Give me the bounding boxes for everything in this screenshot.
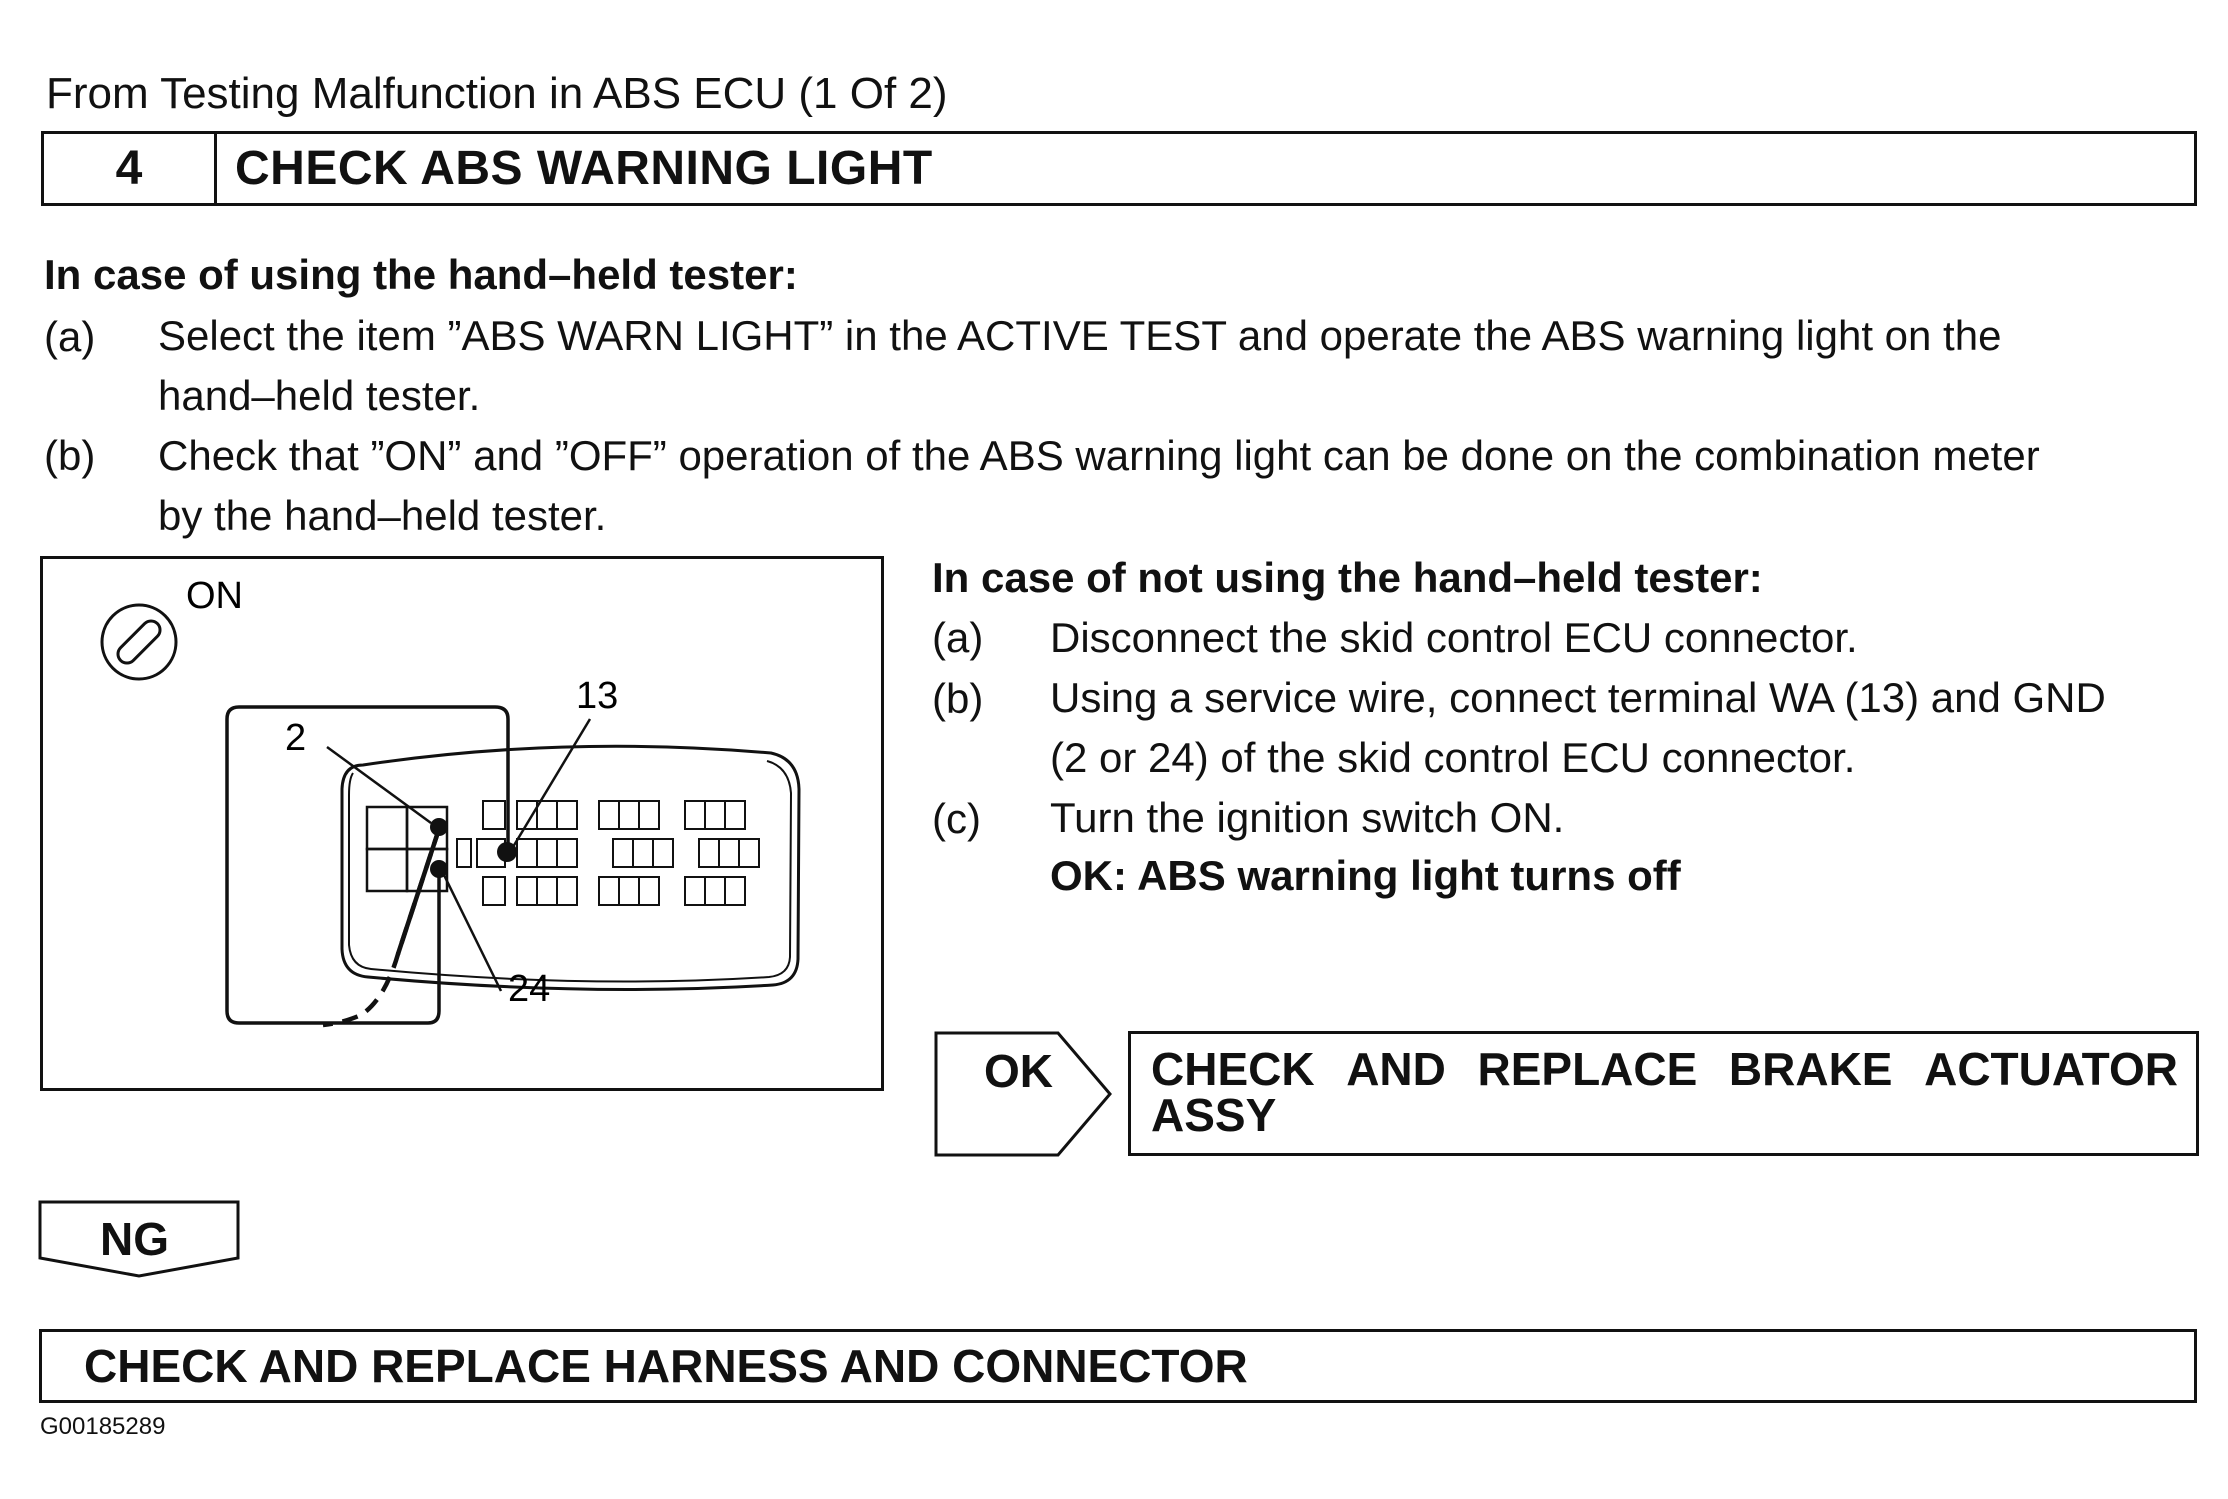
no-tester-item-a-letter: (a)	[932, 614, 984, 661]
tester-item-a-line2: hand–held tester.	[158, 372, 481, 419]
ng-arrow	[38, 1200, 242, 1285]
terminal-13-dot	[497, 842, 517, 862]
figure-code: G00185289	[40, 1413, 166, 1440]
no-tester-item-b-line1: Using a service wire, connect terminal W…	[1050, 674, 2106, 721]
ok-result-word: REPLACE	[1477, 1043, 1698, 1095]
no-tester-item-b-line2: (2 or 24) of the skid control ECU connec…	[1050, 734, 1856, 781]
connector-diagram: ON	[40, 556, 884, 1091]
no-tester-item-c-letter: (c)	[932, 795, 981, 842]
no-tester-item-a-line1: Disconnect the skid control ECU connecto…	[1050, 614, 1858, 661]
terminal-2-label: 2	[285, 717, 306, 759]
step-header: 4 CHECK ABS WARNING LIGHT	[41, 131, 2197, 206]
ok-result-box: CHECK AND REPLACE BRAKE ACTUATOR ASSY	[1128, 1031, 2199, 1156]
no-tester-heading: In case of not using the hand–held teste…	[932, 554, 1763, 601]
connector-diagram-svg: ON	[100, 575, 801, 1028]
step-title: CHECK ABS WARNING LIGHT	[235, 142, 933, 195]
ecu-connector-outline	[340, 744, 801, 991]
terminal-2-dot	[430, 818, 448, 836]
ok-result-word: AND	[1346, 1043, 1446, 1095]
terminal-13-label: 13	[576, 675, 618, 717]
ok-result-line1: CHECK AND REPLACE BRAKE ACTUATOR	[1151, 1046, 2178, 1092]
ok-result-word: BRAKE	[1728, 1043, 1893, 1095]
tester-item-b-line1: Check that ”ON” and ”OFF” operation of t…	[158, 432, 2040, 479]
ok-result-word: ACTUATOR	[1924, 1043, 2178, 1095]
service-wire-solid	[225, 705, 510, 1025]
ng-result-box: CHECK AND REPLACE HARNESS AND CONNECTOR	[39, 1329, 2197, 1403]
terminal-24-label: 24	[508, 968, 550, 1010]
ok-result-line2: ASSY	[1151, 1089, 1277, 1141]
ok-label: OK	[984, 1045, 1053, 1097]
ng-result-text: CHECK AND REPLACE HARNESS AND CONNECTOR	[84, 1340, 1248, 1392]
tester-item-b-letter: (b)	[44, 432, 96, 479]
no-tester-item-b-letter: (b)	[932, 675, 984, 722]
ignition-on-label: ON	[186, 575, 243, 617]
ng-label: NG	[100, 1213, 169, 1265]
ok-result-word: CHECK	[1151, 1043, 1315, 1095]
terminal-24-dot	[430, 860, 448, 878]
ok-arrow	[934, 1031, 1114, 1164]
from-reference: From Testing Malfunction in ABS ECU (1 O…	[46, 69, 948, 118]
tester-item-a-letter: (a)	[44, 313, 96, 360]
step-number: 4	[44, 134, 217, 203]
tester-item-a-line1: Select the item ”ABS WARN LIGHT” in the …	[158, 312, 2002, 359]
no-tester-item-c-line1: Turn the ignition switch ON.	[1050, 794, 1565, 841]
tester-item-b-line2: by the hand–held tester.	[158, 492, 607, 539]
connector-cavity-grid	[456, 800, 760, 906]
ok-condition: OK: ABS warning light turns off	[1050, 852, 1681, 899]
tester-heading: In case of using the hand–held tester:	[44, 251, 798, 298]
service-wire-dashed	[322, 828, 442, 1028]
ignition-key-icon	[100, 603, 178, 681]
